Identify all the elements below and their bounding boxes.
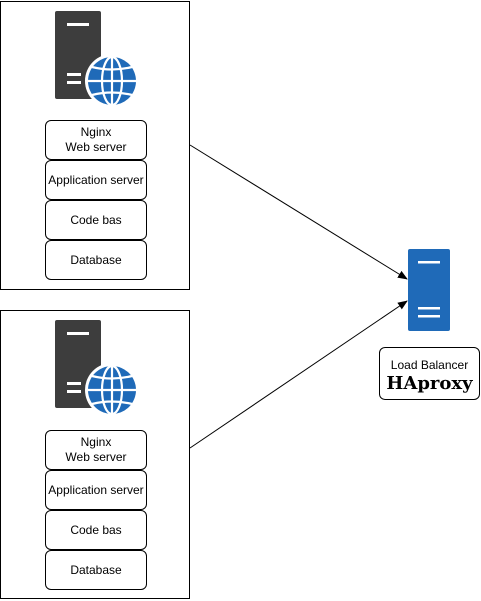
stack-database: Database bbox=[45, 240, 147, 280]
stack-code-base: Code bas bbox=[45, 200, 147, 240]
load-balancer-label: Load Balancer HAproxy bbox=[379, 347, 480, 400]
load-balancer-title: Load Balancer bbox=[390, 358, 469, 372]
load-balancer-name: HAproxy bbox=[386, 373, 473, 394]
connector-bottom-to-lb bbox=[189, 300, 408, 449]
stack-application-server: Application server bbox=[45, 160, 147, 200]
globe-icon bbox=[85, 363, 139, 417]
stack-code-base: Code bas bbox=[45, 510, 147, 550]
stack-database: Database bbox=[45, 550, 147, 590]
stack-application-server: Application server bbox=[45, 470, 147, 510]
connector-top-to-lb bbox=[189, 144, 408, 280]
globe-icon bbox=[85, 54, 139, 108]
web-server-icon bbox=[55, 11, 139, 108]
load-balancer-server-icon bbox=[408, 249, 450, 331]
web-server-icon bbox=[55, 320, 139, 417]
